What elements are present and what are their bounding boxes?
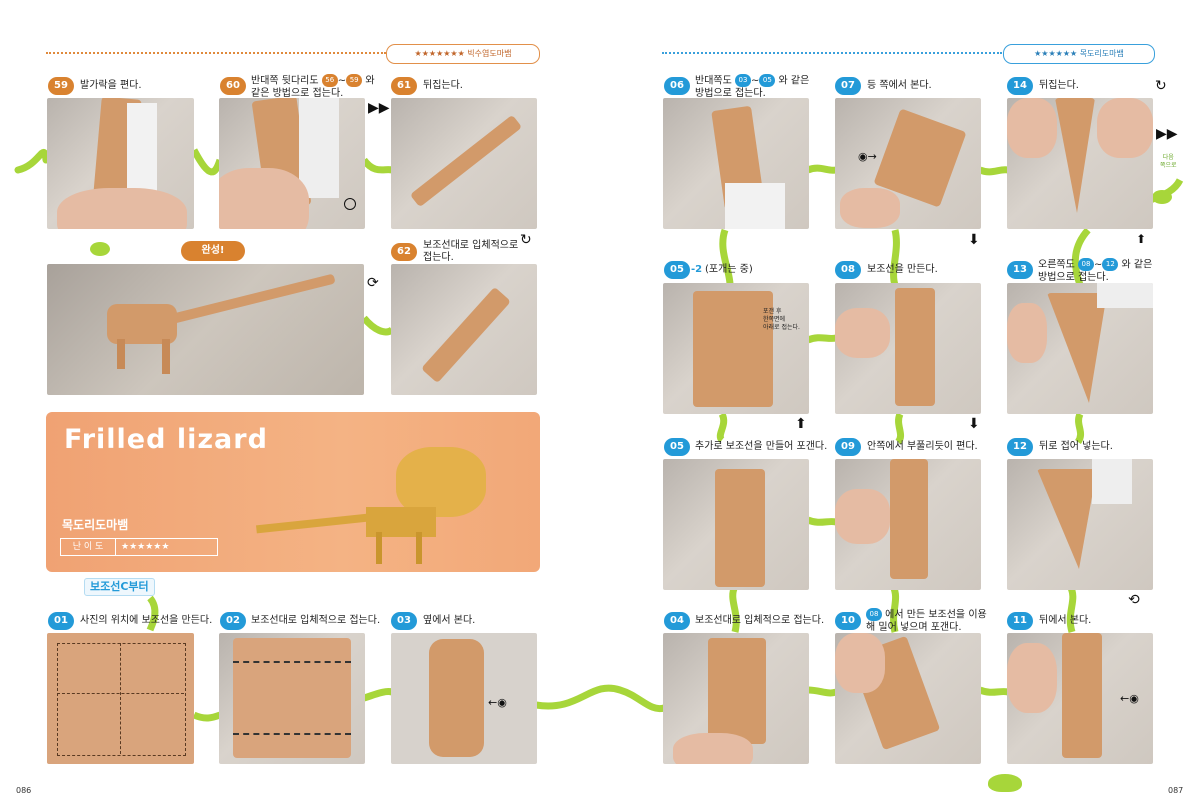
section-label: 보조선C부터 [84,578,155,596]
step-caption: 뒤집는다. [423,80,463,91]
step-caption: 사진의 위치에 보조선을 만든다. [80,615,213,626]
mascot-snake-icon [1152,190,1172,204]
complete-badge: 완성! [181,241,245,261]
page-number-right: 087 [1168,786,1184,795]
step-number: 06 [664,77,690,95]
step-number: 03 [391,612,417,630]
step-caption: 발가락을 편다. [80,80,142,91]
step-photo [835,459,981,590]
step-caption: 08 에서 만든 보조선을 이용 해 밀어 넣으며 포갠다. [866,608,987,633]
model-banner: Frilled lizard 목도리도마뱀 난 이 도 ★★★★★★ [46,412,540,572]
turn-over-icon: ↻ [520,232,532,248]
fold-note: 포갠 후 한쪽면에 아래로 접는다. [763,308,800,331]
step-photo [1007,633,1153,764]
step-photo [391,633,537,764]
step-number: 04 [664,612,690,630]
step-number: 14 [1007,77,1033,95]
step-caption: 옆에서 본다. [423,615,476,626]
next-step-arrow-icon: ▶▶ [1156,126,1178,142]
step-photo [835,98,981,229]
step-number: 02 [220,612,246,630]
step-caption: 뒤에서 본다. [1039,615,1092,626]
step-caption: 보조선대로 입체적으로 접는다. [423,240,519,263]
view-direction-icon: ◉→ [858,150,877,163]
step-number: 12 [1007,438,1033,456]
step-caption: (포개는 중) [705,264,753,275]
step-caption: 보조선대로 입체적으로 접는다. [695,615,825,626]
difficulty-label: 난 이 도 [61,539,116,555]
difficulty-stars: ★★★★★★ [121,542,170,552]
step-number: 05 [664,438,690,456]
flip-icon [344,198,356,210]
step-photo [1007,459,1153,590]
step-photo [835,283,981,414]
step-caption: 안쪽에서 부풀리듯이 편다. [867,441,978,452]
step-caption: 뒤집는다. [1039,80,1079,91]
step-photo [663,459,809,590]
step-photo [219,633,365,764]
left-header-tag: ★★★★★★★ 빅수염도마뱀 [386,44,540,64]
up-arrow-icon: ⬆ [795,416,807,432]
difficulty-box: 난 이 도 ★★★★★★ [60,538,218,556]
view-side-icon: ←◉ [1120,692,1139,705]
step-suffix: -2 [691,264,703,275]
page-number-left: 086 [16,786,32,795]
step-photo [835,633,981,764]
step-number: 08 [835,261,861,279]
step-caption: 오른쪽도 08~12 와 같은 방법으로 접는다. [1038,258,1153,283]
chameleon-icon [988,774,1022,792]
step-number: 13 [1007,261,1033,279]
step-photo [663,633,809,764]
next-page-hint: 다음 쪽으로 [1160,154,1177,169]
rotate-icon: ⟳ [367,275,379,291]
model-subtitle: 목도리도마뱀 [62,518,129,532]
down-arrow-icon: ⬇ [968,416,980,432]
step-caption: 보조선대로 입체적으로 접는다. [251,615,381,626]
up-arrow-icon: ⬆ [1136,232,1147,246]
step-number: 11 [1007,612,1033,630]
step-number: 62 [391,243,417,261]
step-number: 61 [391,77,417,95]
view-side-icon: ←◉ [488,696,507,709]
rotate-icon: ⟲ [1128,592,1140,608]
right-header-tag: ★★★★★★ 목도리도마뱀 [1003,44,1155,64]
step-number: 07 [835,77,861,95]
step-photo [391,98,537,229]
step-caption: 추가로 보조선을 만들어 포갠다. [695,441,828,452]
step-caption: 등 쪽에서 본다. [867,80,932,91]
step-photo [663,283,809,414]
step-number: 05 [664,261,690,279]
step-number: 60 [220,77,246,95]
step-number: 09 [835,438,861,456]
step-photo [47,98,194,229]
down-arrow-icon: ⬇ [968,232,980,248]
step-photo [663,98,809,229]
step-number: 01 [48,612,74,630]
step-caption: 반대쪽 뒷다리도 56~59 와 같은 방법으로 접는다. [251,74,375,99]
step-caption: 보조선을 만든다. [867,264,938,275]
step-caption: 반대쪽도 03~05 와 같은 방법으로 접는다. [695,74,810,99]
step-number: 59 [48,77,74,95]
finished-model-photo [47,264,364,395]
turn-over-icon: ↻ [1155,78,1167,94]
model-title: Frilled lizard [64,424,268,455]
next-step-arrow-icon: ▶▶ [368,100,390,116]
mascot-snake-icon [90,242,110,256]
right-header-rule [662,52,1002,54]
step-photo [391,264,537,395]
step-caption: 뒤로 접어 넣는다. [1039,441,1113,452]
step-photo [1007,98,1153,229]
left-header-rule [46,52,386,54]
step-number: 10 [835,612,861,630]
step-photo [1007,283,1153,414]
step-photo [47,633,194,764]
model-photo [256,442,526,567]
step-photo [219,98,365,229]
